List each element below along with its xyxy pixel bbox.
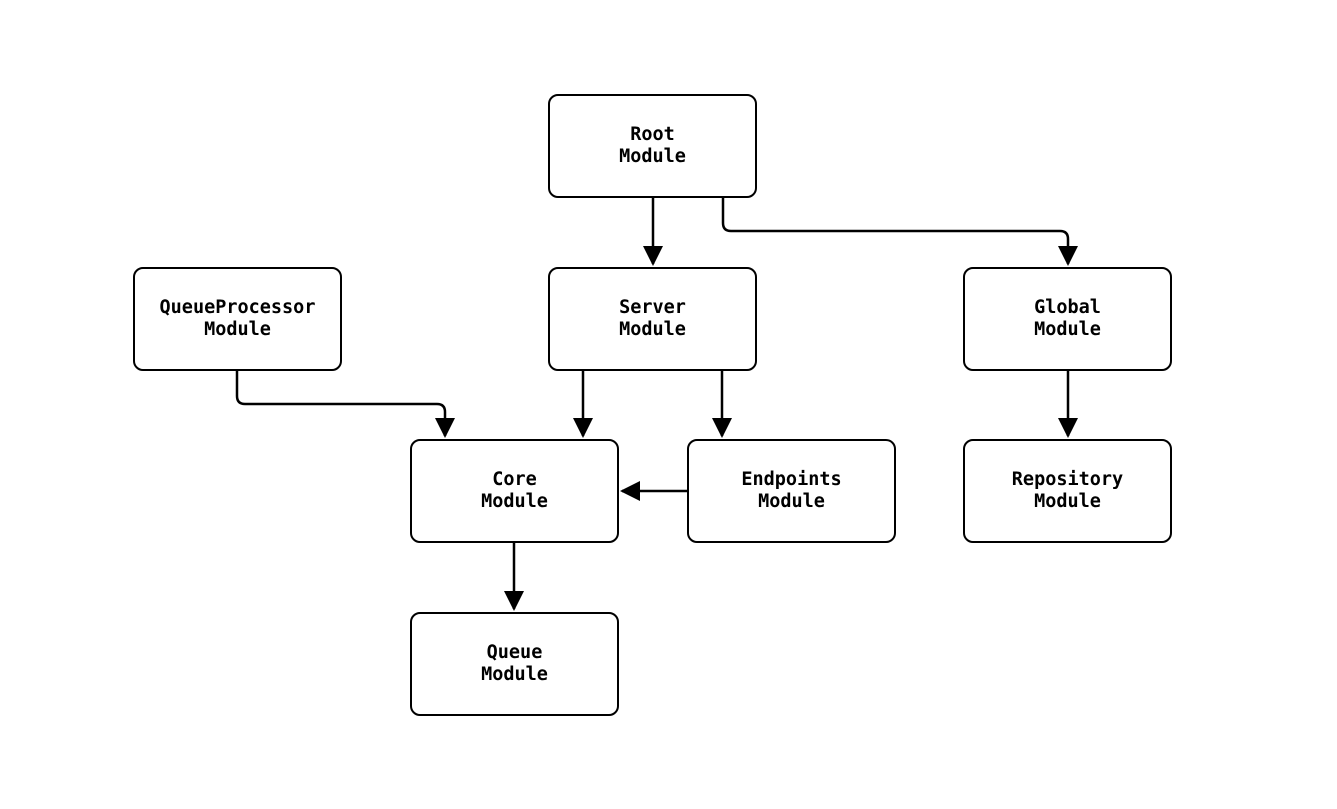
- node-label-line: Module: [1034, 319, 1101, 340]
- node-label-line: QueueProcessor: [159, 297, 316, 318]
- node-label-line: Module: [481, 491, 548, 512]
- node-label-line: Core: [492, 469, 537, 490]
- edge-queueprocessor-to-core: [235, 371, 455, 438]
- node-label-line: Server: [619, 297, 686, 318]
- node-label-line: Module: [758, 491, 825, 512]
- node-label-line: Root: [630, 124, 675, 145]
- edge-root-to-global: [721, 198, 1078, 266]
- node-label-line: Queue: [486, 642, 543, 663]
- node-label-line: Module: [619, 146, 686, 167]
- node-label-line: Repository: [1011, 469, 1124, 490]
- node-label-line: Global: [1034, 297, 1101, 318]
- node-label-line: Module: [204, 319, 271, 340]
- node-label-line: Module: [481, 664, 548, 685]
- node-label-line: Module: [1034, 491, 1101, 512]
- node-label-line: Endpoints: [741, 469, 842, 490]
- node-label-line: Module: [619, 319, 686, 340]
